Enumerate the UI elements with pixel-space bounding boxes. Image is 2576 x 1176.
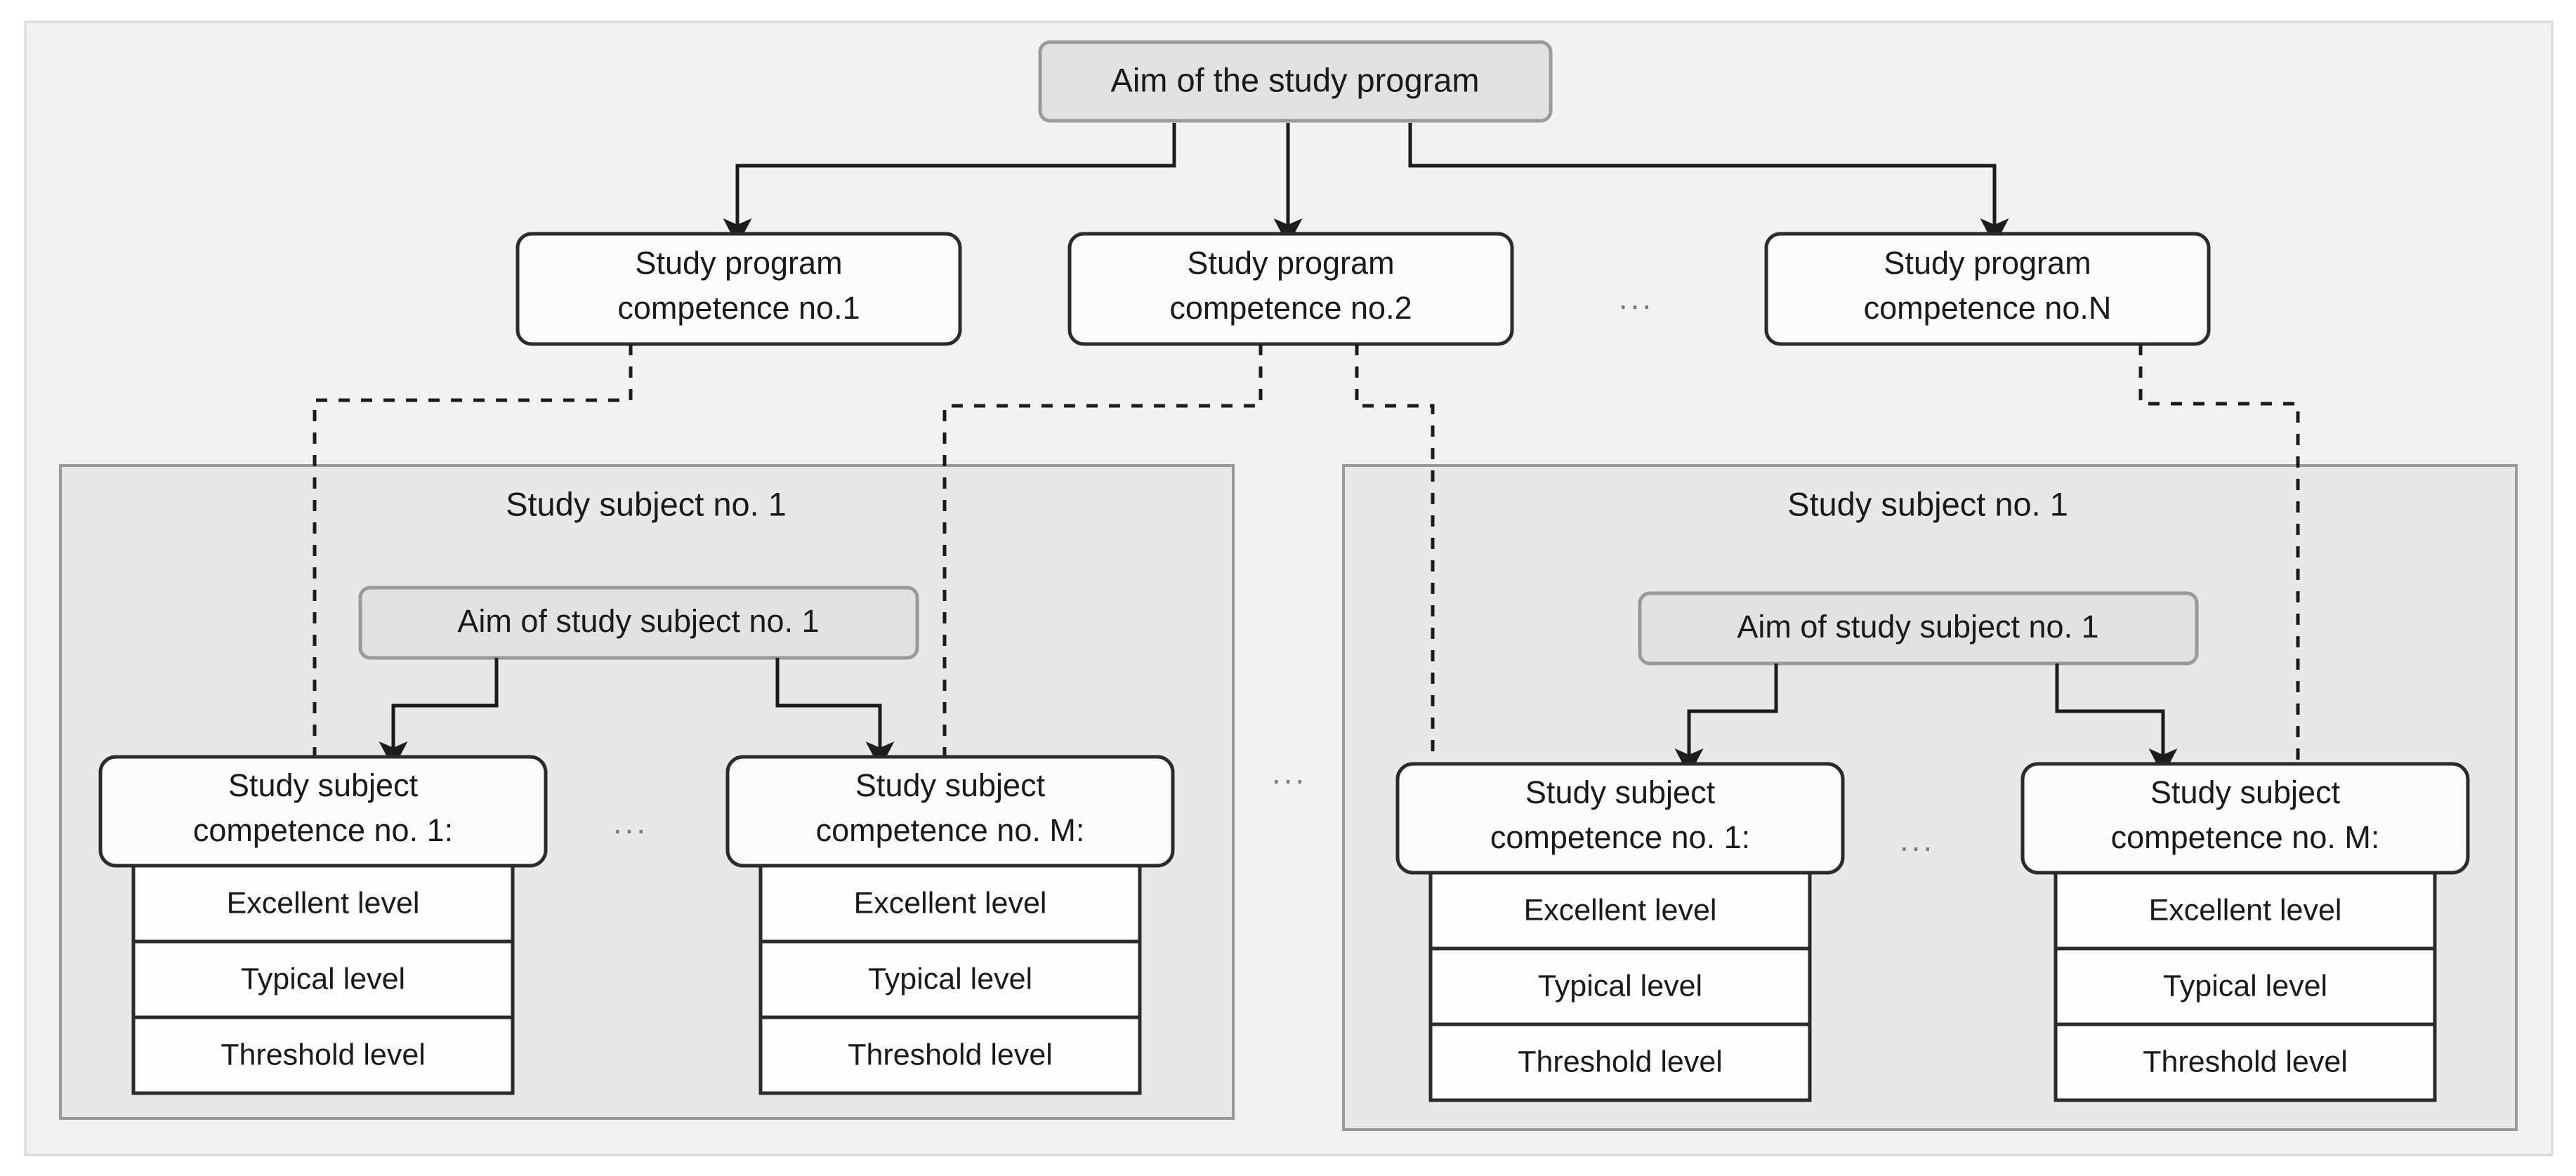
- study-subject-competence-label-right-m-line2: competence no. M:: [2111, 819, 2380, 855]
- link-right-aim-to-comp1: [1674, 663, 1778, 777]
- program-competence-label-n-line2: competence no.N: [1864, 290, 2112, 326]
- program-competence-label-2-line1: Study program: [1187, 245, 1394, 281]
- link-left-aim-to-compM: [775, 658, 895, 769]
- aim-of-study-program-box: [1038, 40, 1553, 123]
- study-subject-competence-label-left-1-line2: competence no. 1:: [193, 812, 453, 848]
- panel-title-left: Study subject no. 1: [506, 485, 787, 522]
- program-competence-node-n[interactable]: Study program competence no.N: [1764, 232, 2211, 346]
- dashed-link-competence1-to-left-comp1: [313, 344, 633, 762]
- aim-of-study-subject-box-left: [358, 586, 919, 660]
- aim-of-study-program-label: Aim of the study program: [1110, 61, 1479, 98]
- level-label-left-m-typical: Typical level: [868, 962, 1032, 996]
- study-subject-competence-ellipsis-right: ...: [1900, 821, 1935, 858]
- program-competence-label-1-line2: competence no.1: [617, 290, 860, 326]
- level-box-left-1-excellent: [131, 864, 515, 944]
- level-label-right-1-typical: Typical level: [1538, 969, 1702, 1003]
- level-box-right-1-threshold: [1428, 1022, 1812, 1102]
- level-box-right-m-threshold: [2053, 1022, 2437, 1102]
- aim-of-study-subject-node-left[interactable]: Aim of study subject no. 1: [358, 586, 919, 660]
- level-stack-left-1: Excellent level Typical level Threshold …: [131, 864, 515, 1095]
- link-right-aim-to-compM: [2055, 663, 2178, 777]
- program-competence-box-1: [515, 232, 962, 346]
- program-competence-label-n-line1: Study program: [1884, 245, 2091, 281]
- level-box-right-1-typical: [1428, 946, 1812, 1026]
- level-stack-right-1: Excellent level Typical level Threshold …: [1428, 871, 1812, 1102]
- dashed-link-competence2-to-right-comp1: [1355, 344, 1435, 762]
- program-competence-ellipsis: ...: [1619, 279, 1654, 316]
- level-box-right-1-excellent: [1428, 871, 1812, 951]
- link-left-aim-to-comp1: [379, 658, 499, 769]
- aim-of-study-subject-box-right: [1638, 591, 2199, 666]
- level-box-left-1-threshold: [131, 1015, 515, 1095]
- study-subject-competence-label-left-m-line1: Study subject: [855, 767, 1046, 803]
- aim-of-study-subject-label-right: Aim of study subject no. 1: [1737, 609, 2098, 645]
- level-label-right-m-excellent: Excellent level: [2149, 893, 2342, 927]
- study-subject-competence-ellipsis-left: ...: [613, 804, 648, 840]
- level-label-left-m-excellent: Excellent level: [854, 886, 1047, 920]
- dashed-link-competenceN-to-right-compM: [2138, 344, 2300, 762]
- panel-title-right: Study subject no. 1: [1787, 485, 2068, 522]
- level-label-left-1-excellent: Excellent level: [227, 886, 420, 920]
- level-label-left-1-threshold: Threshold level: [221, 1038, 426, 1071]
- level-box-left-m-excellent: [758, 864, 1142, 944]
- aim-of-study-subject-node-right[interactable]: Aim of study subject no. 1: [1638, 591, 2199, 666]
- study-subject-competence-label-left-1-line1: Study subject: [228, 767, 419, 803]
- level-box-left-m-typical: [758, 939, 1142, 1019]
- aim-of-study-subject-label-left: Aim of study subject no. 1: [457, 603, 819, 639]
- study-subject-competence-node-left-1[interactable]: Study subject competence no. 1:: [98, 755, 548, 868]
- level-stack-left-m: Excellent level Typical level Threshold …: [758, 864, 1142, 1095]
- study-subject-competence-label-right-1-line1: Study subject: [1525, 774, 1716, 810]
- study-subject-competence-label-left-m-line2: competence no. M:: [816, 812, 1085, 848]
- level-label-left-1-typical: Typical level: [241, 962, 405, 996]
- dashed-link-competence2-to-left-compM: [942, 344, 1263, 762]
- level-label-right-m-threshold: Threshold level: [2143, 1045, 2348, 1078]
- level-label-right-m-typical: Typical level: [2163, 969, 2327, 1003]
- level-label-left-m-threshold: Threshold level: [848, 1038, 1053, 1071]
- study-subject-competence-node-right-1[interactable]: Study subject competence no. 1:: [1395, 762, 1845, 875]
- link-aim-to-competence-n: [1408, 123, 2009, 246]
- aim-of-study-program-node[interactable]: Aim of the study program: [1038, 40, 1553, 123]
- program-competence-label-1-line1: Study program: [635, 245, 842, 281]
- panel-gap-ellipsis: ...: [1272, 754, 1307, 791]
- level-stack-right-m: Excellent level Typical level Threshold …: [2053, 871, 2437, 1102]
- program-competence-node-2[interactable]: Study program competence no.2: [1067, 232, 1514, 346]
- level-box-left-m-threshold: [758, 1015, 1142, 1095]
- program-competence-node-1[interactable]: Study program competence no.1: [515, 232, 962, 346]
- study-subject-competence-label-right-m-line1: Study subject: [2150, 774, 2341, 810]
- program-competence-label-2-line2: competence no.2: [1169, 290, 1412, 326]
- level-label-right-1-threshold: Threshold level: [1518, 1045, 1723, 1078]
- program-competence-box-n: [1764, 232, 2211, 346]
- link-aim-to-competence-1: [723, 123, 1176, 246]
- level-label-right-1-excellent: Excellent level: [1524, 893, 1717, 927]
- study-subject-competence-label-right-1-line2: competence no. 1:: [1490, 819, 1750, 855]
- level-box-right-m-typical: [2053, 946, 2437, 1026]
- study-subject-competence-node-left-m[interactable]: Study subject competence no. M:: [725, 755, 1175, 868]
- study-subject-competence-node-right-m[interactable]: Study subject competence no. M:: [2020, 762, 2470, 875]
- program-competence-box-2: [1067, 232, 1514, 346]
